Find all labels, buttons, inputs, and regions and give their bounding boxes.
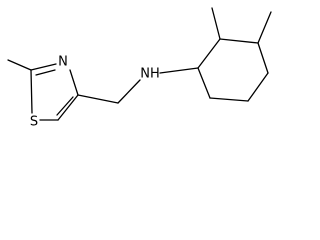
bond-c2-c3 [219, 38, 259, 44]
bond-c4-c5 [57, 94, 79, 121]
atom-label-nh: NH [140, 67, 160, 82]
atom-label-n-ring: N [58, 55, 68, 70]
bond-c2-n3 [30, 63, 57, 71]
chemical-structure-diagram: N S NH [7, 7, 272, 130]
atom-label-s-ring: S [30, 115, 38, 130]
bond-group [7, 7, 272, 121]
bond-c3-c4 [257, 42, 269, 74]
bond-c1-c2 [197, 38, 221, 69]
bond-c3-methyl-hex [257, 11, 272, 44]
bond-c4-c5-hex [247, 72, 269, 102]
bond-c2-methyl-hex [211, 7, 221, 40]
bond-c6-c1 [197, 67, 211, 99]
bond-s1-c2 [30, 69, 33, 114]
bond-c2-methyl [7, 59, 32, 71]
bond-c4-ch2 [77, 94, 119, 104]
bond-c4-c5-inner [56, 96, 74, 116]
bond-c5-c6 [209, 97, 249, 102]
bond-c2-n3-inner [35, 69, 56, 76]
atom-label-group: N S NH [30, 55, 160, 130]
bond-nh-c1 [159, 67, 199, 74]
bond-n3-c4 [69, 69, 79, 96]
bond-ch2-nh [117, 79, 141, 104]
